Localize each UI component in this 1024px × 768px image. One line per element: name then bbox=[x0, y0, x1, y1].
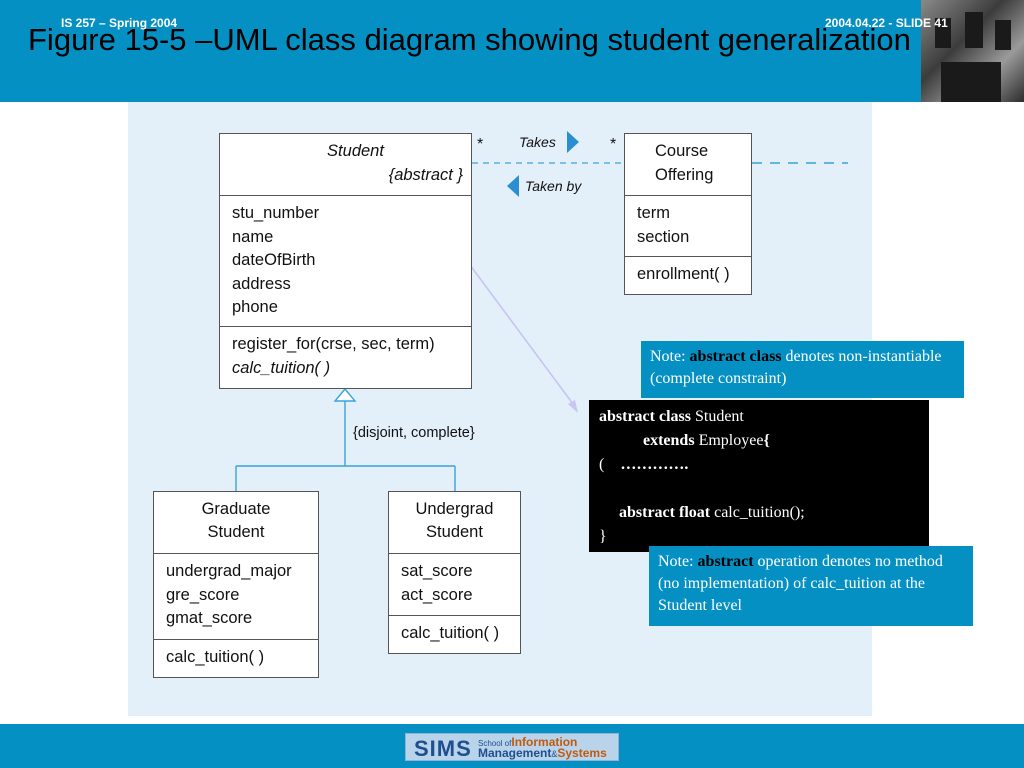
attribute: act_score bbox=[401, 585, 473, 604]
code-line-3: ( …………. bbox=[599, 453, 919, 477]
code-block: abstract class Student extends Employee{… bbox=[589, 400, 929, 552]
note-prefix: Note: bbox=[650, 348, 690, 365]
attribute: gmat_score bbox=[166, 609, 253, 627]
code-line-1: abstract class Student bbox=[599, 405, 919, 429]
generalization-triangle-icon bbox=[333, 387, 357, 402]
footer-course: IS 257 – Spring 2004 bbox=[61, 16, 178, 30]
class-student-header: Student {abstract } bbox=[220, 134, 471, 195]
class-undergrad-student-operations: calc_tuition( ) bbox=[389, 615, 520, 653]
code-ellipsis: …………. bbox=[620, 456, 689, 473]
sims-logo: SIMS School ofInformation Management&Sys… bbox=[405, 733, 619, 761]
class-graduate-student-operations: calc_tuition( ) bbox=[154, 639, 318, 677]
operation: register_for(crse, sec, term) bbox=[232, 335, 435, 353]
note-pointer-arrow-icon bbox=[568, 400, 578, 413]
logo-amp: & bbox=[551, 749, 558, 759]
note-abstract-operation: Note: abstract operation denotes no meth… bbox=[649, 546, 973, 626]
association-taken-by-label: Taken by bbox=[525, 178, 582, 194]
note-bold: abstract class bbox=[689, 348, 782, 365]
class-student: Student {abstract } stu_number name date… bbox=[219, 133, 472, 389]
class-undergrad-student-name-line2: Student bbox=[426, 523, 483, 541]
class-course-offering-name-line1: Course bbox=[655, 142, 709, 160]
code-line-4 bbox=[599, 477, 919, 501]
logo-prefix: School of bbox=[478, 739, 512, 748]
operation: enrollment( ) bbox=[637, 265, 730, 283]
building-photo bbox=[921, 0, 1024, 102]
code-line-2: extends Employee{ bbox=[599, 429, 919, 453]
class-course-offering-header: Course Offering bbox=[625, 134, 751, 195]
code-paren: ( bbox=[599, 456, 605, 473]
attribute: term bbox=[637, 204, 670, 222]
slide-title: Figure 15-5 –UML class diagram showing s… bbox=[28, 22, 911, 57]
logo-management: Management bbox=[478, 746, 552, 760]
class-undergrad-student-attributes: sat_score act_score bbox=[389, 553, 520, 615]
takes-arrow-icon bbox=[567, 131, 579, 153]
code-line-6: } bbox=[599, 528, 607, 545]
code-text: Student bbox=[690, 408, 744, 425]
class-undergrad-student: Undergrad Student sat_score act_score ca… bbox=[388, 491, 521, 654]
attribute: sat_score bbox=[401, 562, 473, 580]
class-course-offering-name-line2: Offering bbox=[655, 165, 714, 184]
class-graduate-student-attributes: undergrad_major gre_score gmat_score bbox=[154, 553, 318, 639]
note-pointer-line bbox=[469, 264, 577, 409]
operation: calc_tuition( ) bbox=[401, 624, 500, 642]
code-text: Employee bbox=[694, 432, 764, 449]
attribute: address bbox=[232, 274, 291, 293]
class-course-offering-operations: enrollment( ) bbox=[625, 256, 751, 294]
taken-by-arrow-icon bbox=[507, 175, 519, 197]
attribute: section bbox=[637, 227, 690, 246]
multiplicity-left: * bbox=[477, 136, 484, 153]
code-keyword: extends bbox=[643, 432, 695, 449]
association-takes-label: Takes bbox=[519, 134, 556, 150]
class-graduate-student-name-line2: Student bbox=[207, 523, 265, 541]
operation: calc_tuition( ) bbox=[232, 358, 331, 377]
attribute: undergrad_major bbox=[166, 562, 292, 580]
attribute: dateOfBirth bbox=[232, 251, 316, 269]
class-student-attributes: stu_number name dateOfBirth address phon… bbox=[220, 195, 471, 326]
attribute: gre_score bbox=[166, 585, 240, 604]
class-graduate-student-name-line1: Graduate bbox=[201, 500, 271, 518]
code-text: calc_tuition(); bbox=[710, 504, 805, 521]
class-course-offering-attributes: term section bbox=[625, 195, 751, 256]
attribute: phone bbox=[232, 298, 278, 316]
note-text: operation denotes no method (no implemen… bbox=[658, 553, 943, 614]
code-keyword: abstract class bbox=[599, 408, 691, 425]
class-course-offering: Course Offering term section enrollment(… bbox=[624, 133, 752, 295]
class-student-name: Student bbox=[327, 142, 384, 160]
class-undergrad-student-header: Undergrad Student bbox=[389, 492, 520, 553]
sims-logo-line2: Management&Systems bbox=[478, 746, 607, 760]
attribute: name bbox=[232, 227, 274, 246]
multiplicity-right: * bbox=[610, 136, 617, 153]
sims-logo-line1: School ofInformation bbox=[478, 735, 578, 749]
class-graduate-student: Graduate Student undergrad_major gre_sco… bbox=[153, 491, 319, 678]
sims-logo-text: SIMS bbox=[414, 736, 472, 761]
logo-systems: Systems bbox=[557, 746, 607, 760]
note-abstract-class: Note: abstract class denotes non-instant… bbox=[641, 341, 964, 398]
code-line-5: abstract float calc_tuition(); bbox=[599, 501, 919, 525]
note-prefix: Note: bbox=[658, 553, 698, 570]
footer-slide-number: 2004.04.22 - SLIDE 41 bbox=[825, 16, 948, 30]
note-bold: abstract bbox=[697, 553, 754, 570]
logo-information: Information bbox=[511, 735, 578, 749]
attribute: stu_number bbox=[232, 204, 320, 222]
class-student-stereotype: {abstract } bbox=[388, 165, 463, 184]
title-bar bbox=[0, 0, 1024, 102]
note-text: denotes non-instantiable (complete const… bbox=[650, 348, 942, 387]
code-brace: { bbox=[763, 432, 770, 449]
class-undergrad-student-name-line1: Undergrad bbox=[415, 500, 494, 518]
generalization-constraint: {disjoint, complete} bbox=[353, 425, 475, 441]
class-graduate-student-header: Graduate Student bbox=[154, 492, 318, 553]
operation: calc_tuition( ) bbox=[166, 648, 265, 666]
code-keyword: abstract float bbox=[619, 504, 711, 521]
class-student-operations: register_for(crse, sec, term) calc_tuiti… bbox=[220, 326, 471, 388]
